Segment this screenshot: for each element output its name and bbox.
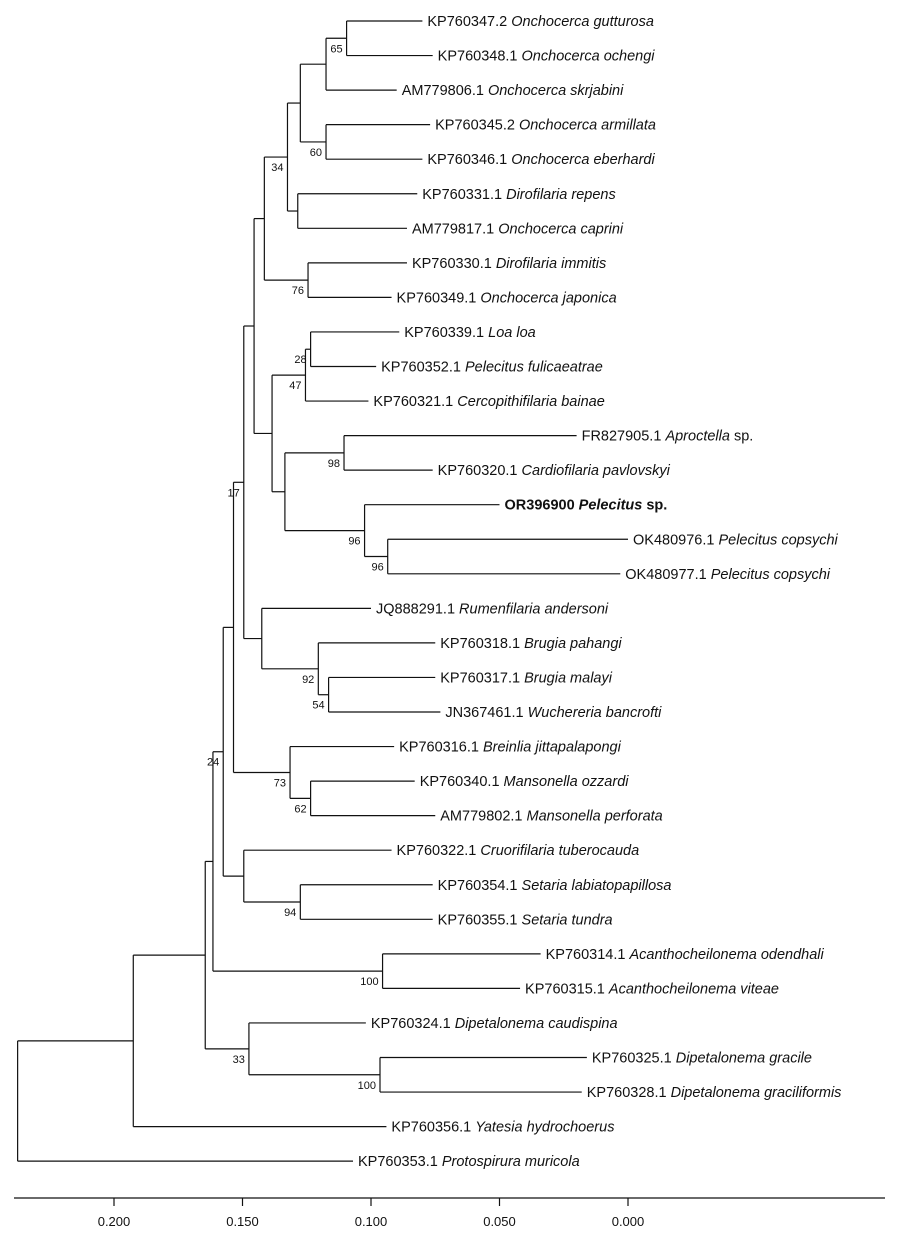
leaf-label: KP760324.1 Dipetalonema caudispina [371,1016,618,1032]
bootstrap-value: 33 [233,1054,245,1066]
bootstrap-value: 60 [310,147,322,159]
leaf-label: KP760322.1 Cruorifilaria tuberocauda [397,843,640,859]
leaf-label: KP760354.1 Setaria labiatopapillosa [438,878,672,894]
leaf-label: KP760330.1 Dirofilaria immitis [412,256,606,272]
leaf-label: KP760317.1 Brugia malayi [440,670,612,686]
bootstrap-value: 62 [294,803,306,815]
leaf-label: KP760356.1 Yatesia hydrochoerus [391,1120,614,1136]
leaf-label: KP760353.1 Protospirura muricola [358,1154,580,1170]
bootstrap-value: 100 [360,976,378,988]
leaf-label: KP760352.1 Pelecitus fulicaeatrae [381,360,603,376]
leaf-label: JQ888291.1 Rumenfilaria andersoni [376,601,609,617]
bootstrap-value: 17 [228,487,240,499]
bootstrap-value: 76 [292,285,304,297]
bootstrap-value: 28 [294,354,306,366]
leaf-label: KP760355.1 Setaria tundra [438,912,613,928]
axis-tick-label: 0.150 [226,1214,259,1229]
bootstrap-value: 100 [358,1080,376,1092]
bootstrap-value: 65 [330,43,342,55]
leaf-label: KP760340.1 Mansonella ozzardi [420,774,630,790]
bootstrap-value: 96 [371,562,383,574]
leaf-label: KP760339.1 Loa loa [404,325,535,341]
leaf-label: KP760328.1 Dipetalonema graciliformis [587,1085,842,1101]
leaf-labels: KP760347.2 Onchocerca gutturosaKP760348.… [358,14,841,1170]
leaf-label: OK480977.1 Pelecitus copsychi [625,567,831,583]
bootstrap-value: 96 [348,536,360,548]
bootstrap-value: 73 [274,777,286,789]
leaf-label: KP760316.1 Breinlia jittapalapongi [399,740,621,756]
axis-tick-label: 0.200 [98,1214,131,1229]
axis-tick-label: 0.100 [355,1214,388,1229]
leaf-label: KP760346.1 Onchocerca eberhardi [427,152,655,168]
leaf-label: KP760347.2 Onchocerca gutturosa [427,14,654,30]
axis-tick-label: 0.050 [483,1214,516,1229]
leaf-label: JN367461.1 Wuchereria bancrofti [445,705,662,721]
leaf-label: KP760321.1 Cercopithifilaria bainae [373,394,604,410]
leaf-label: AM779817.1 Onchocerca caprini [412,221,624,237]
leaf-label: KP760320.1 Cardiofilaria pavlovskyi [438,463,671,479]
leaf-label: KP760314.1 Acanthocheilonema odendhali [546,947,825,963]
bootstrap-values: 65 60 34 76 28 47 98 96 96 54 92 17 62 73 94 24 100 100 33 [207,43,384,1092]
leaf-label: KP760318.1 Brugia pahangi [440,636,622,652]
bootstrap-value: 34 [271,162,283,174]
leaf-label: AM779806.1 Onchocerca skrjabini [402,83,624,99]
axis-tick-label: 0.000 [612,1214,645,1229]
bootstrap-value: 94 [284,907,296,919]
leaf-label: KP760348.1 Onchocerca ochengi [438,49,656,65]
leaf-label: KP760315.1 Acanthocheilonema viteae [525,981,779,997]
leaf-label: FR827905.1 Aproctella sp. [582,429,754,445]
leaf-label: OK480976.1 Pelecitus copsychi [633,532,839,548]
leaf-label: KP760345.2 Onchocerca armillata [435,118,656,134]
leaf-label: OR396900 Pelecitus sp. [505,498,668,514]
tree-branches [17,20,628,1162]
bootstrap-value: 54 [312,700,324,712]
bootstrap-value: 47 [289,380,301,392]
bootstrap-value: 98 [328,458,340,470]
bootstrap-value: 92 [302,674,314,686]
leaf-label: KP760349.1 Onchocerca japonica [397,290,617,306]
scale-axis: 0.200 0.150 0.100 0.050 0.000 [14,1197,885,1229]
bootstrap-value: 24 [207,757,219,769]
leaf-label: KP760331.1 Dirofilaria repens [422,187,615,203]
leaf-label: KP760325.1 Dipetalonema gracile [592,1051,812,1067]
leaf-label: AM779802.1 Mansonella perforata [440,809,663,825]
